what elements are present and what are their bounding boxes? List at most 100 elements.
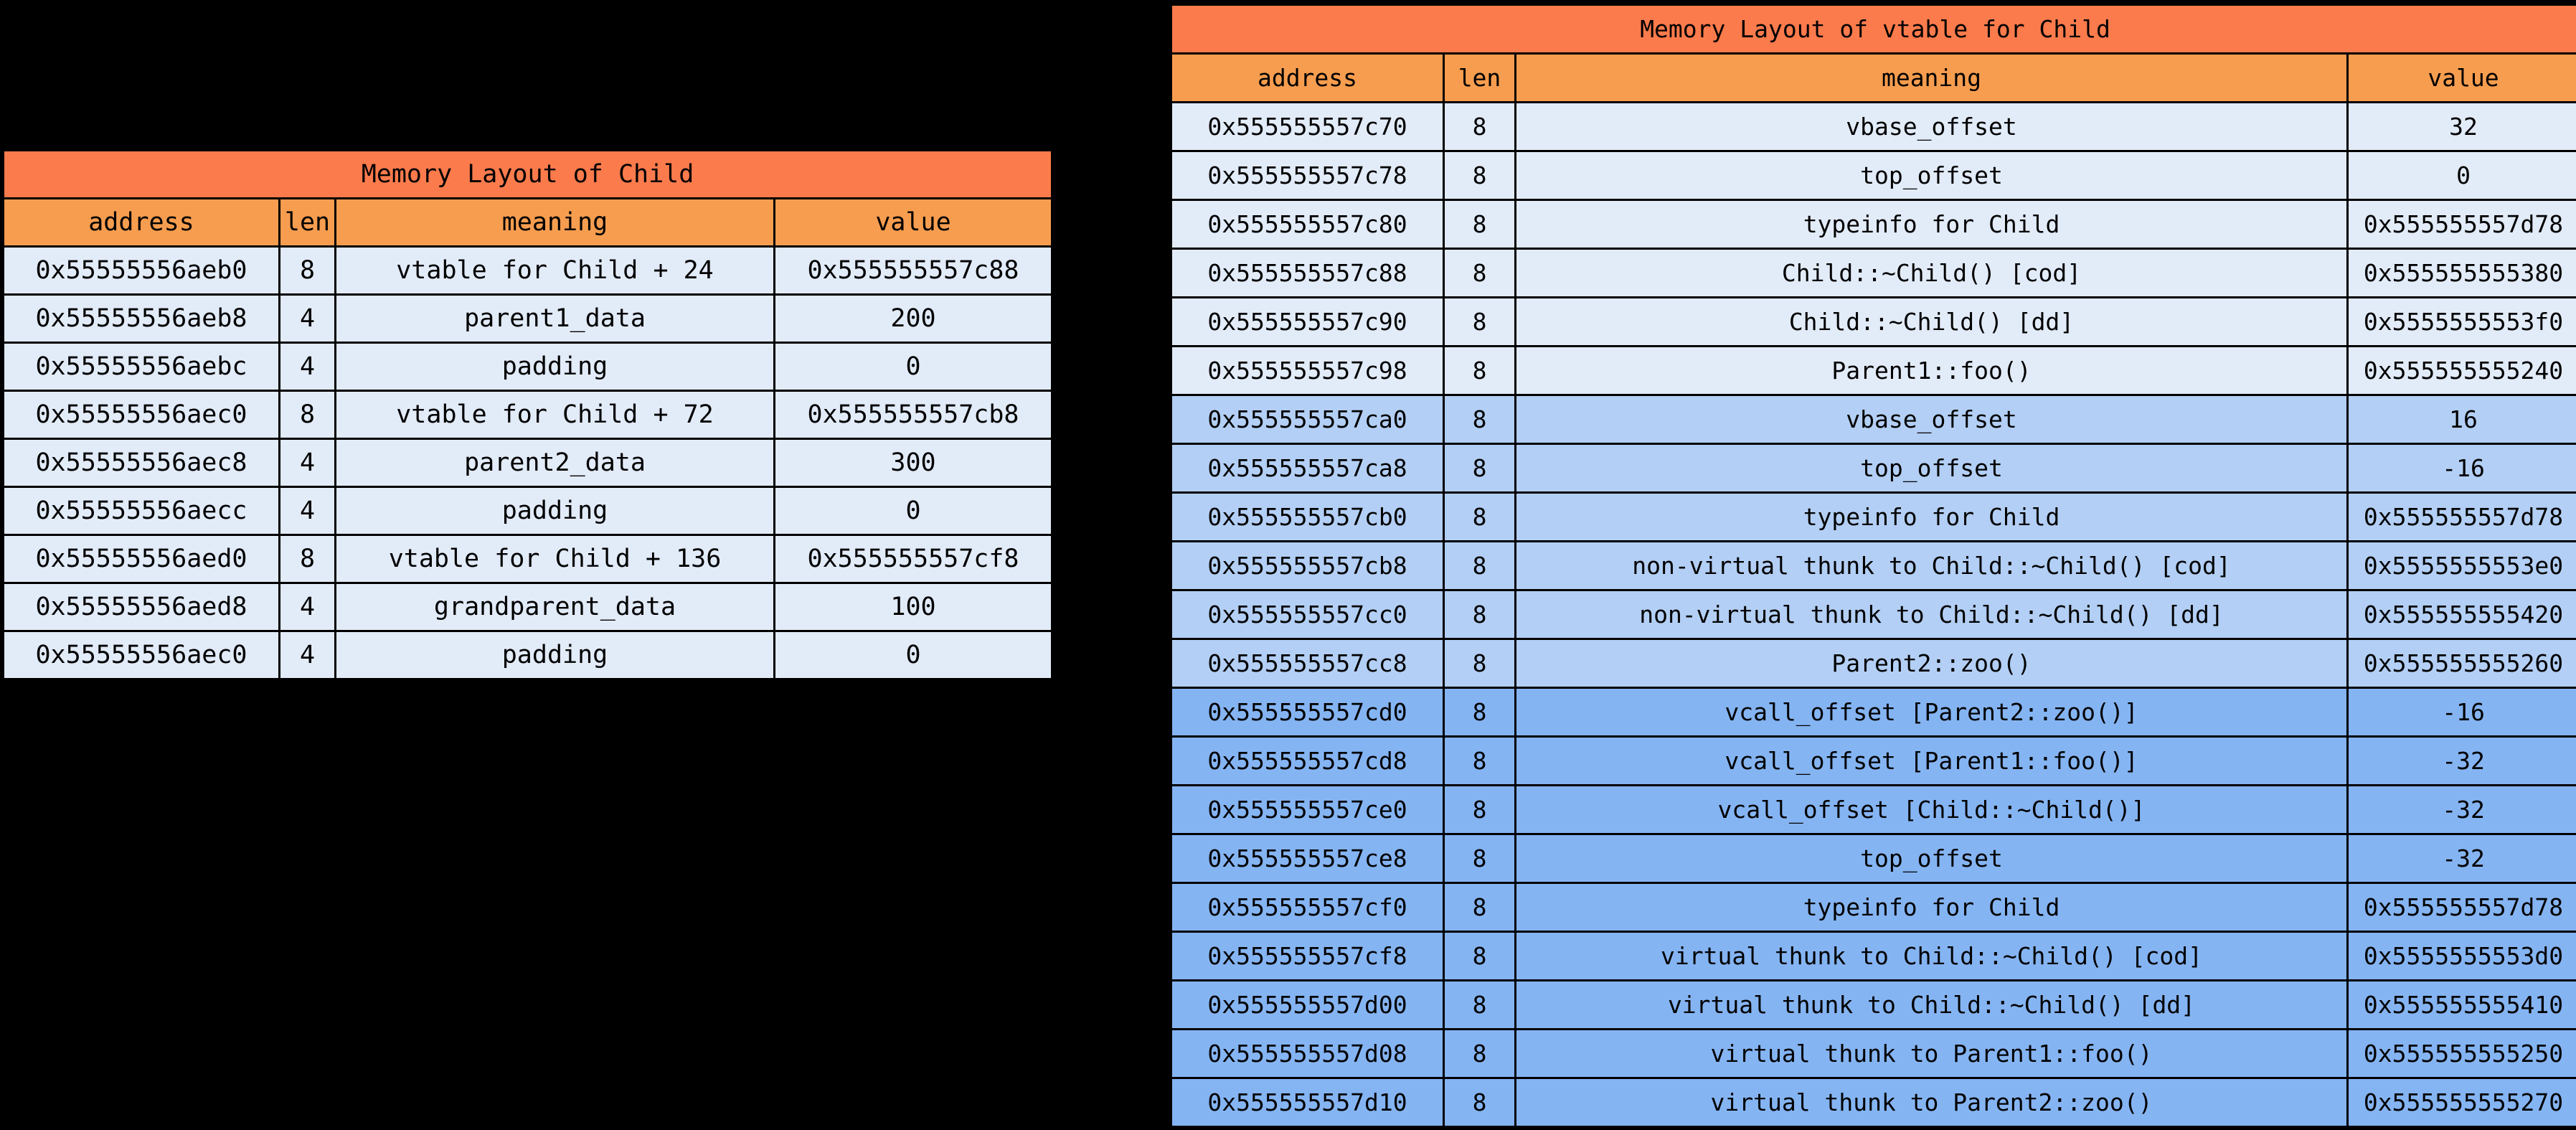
cell-address: 0x555555557ca8 (1171, 444, 1444, 493)
column-header-meaning: meaning (1516, 54, 2348, 103)
cell-len: 8 (1444, 444, 1516, 493)
table-title-row: Memory Layout of vtable for Child (1171, 5, 2576, 54)
column-header-len: len (1444, 54, 1516, 103)
cell-address: 0x555555557ce0 (1171, 786, 1444, 834)
cell-value: 0x555555555260 (2348, 639, 2576, 688)
cell-address: 0x55555556aec0 (4, 391, 280, 439)
cell-meaning: Parent1::foo() (1516, 347, 2348, 395)
cell-address: 0x555555557c98 (1171, 347, 1444, 395)
cell-meaning: padding (336, 487, 775, 535)
cell-meaning: padding (336, 343, 775, 391)
cell-value: -16 (2348, 444, 2576, 493)
table-row: 0x555555557ca0 8 vbase_offset 16 (1171, 395, 2576, 444)
cell-len: 8 (1444, 981, 1516, 1030)
cell-address: 0x55555556aed0 (4, 535, 280, 583)
cell-len: 4 (280, 343, 336, 391)
cell-len: 8 (280, 535, 336, 583)
table-title-row: Memory Layout of Child (4, 151, 1052, 199)
cell-len: 8 (1444, 639, 1516, 688)
cell-address: 0x555555557ce8 (1171, 834, 1444, 883)
cell-meaning: non-virtual thunk to Child::~Child() [dd… (1516, 590, 2348, 639)
cell-address: 0x555555557c70 (1171, 103, 1444, 151)
table-row: 0x555555557c80 8 typeinfo for Child 0x55… (1171, 200, 2576, 249)
cell-meaning: Child::~Child() [cod] (1516, 249, 2348, 298)
cell-value: 0 (2348, 151, 2576, 200)
cell-meaning: top_offset (1516, 151, 2348, 200)
cell-value: 0x5555555553d0 (2348, 932, 2576, 981)
cell-value: 200 (775, 295, 1052, 343)
cell-address: 0x555555557ca0 (1171, 395, 1444, 444)
cell-value: 0x555555555410 (2348, 981, 2576, 1030)
cell-len: 4 (280, 583, 336, 631)
table-row: 0x555555557cb0 8 typeinfo for Child 0x55… (1171, 493, 2576, 542)
cell-value: 0 (775, 631, 1052, 679)
table-header-row: address len meaning value (4, 199, 1052, 247)
cell-meaning: vtable for Child + 136 (336, 535, 775, 583)
cell-value: 0x555555557cf8 (775, 535, 1052, 583)
cell-meaning: typeinfo for Child (1516, 883, 2348, 932)
table-row: 0x55555556aec8 4 parent2_data 300 (4, 439, 1052, 487)
cell-meaning: Parent2::zoo() (1516, 639, 2348, 688)
cell-len: 8 (280, 391, 336, 439)
cell-value: 0x5555555553f0 (2348, 298, 2576, 347)
cell-meaning: typeinfo for Child (1516, 493, 2348, 542)
memory-table: Memory Layout of Child address len meani… (2, 149, 1053, 680)
cell-meaning: vtable for Child + 24 (336, 247, 775, 295)
column-header-address: address (1171, 54, 1444, 103)
table-row: 0x555555557c98 8 Parent1::foo() 0x555555… (1171, 347, 2576, 395)
cell-address: 0x555555557cd8 (1171, 737, 1444, 786)
cell-len: 8 (1444, 834, 1516, 883)
cell-len: 8 (1444, 737, 1516, 786)
cell-meaning: parent1_data (336, 295, 775, 343)
cell-len: 8 (1444, 347, 1516, 395)
cell-len: 8 (1444, 542, 1516, 590)
column-header-address: address (4, 199, 280, 247)
cell-address: 0x55555556aed8 (4, 583, 280, 631)
cell-address: 0x555555557c90 (1171, 298, 1444, 347)
cell-address: 0x555555557d00 (1171, 981, 1444, 1030)
cell-value: -32 (2348, 834, 2576, 883)
table-row: 0x55555556aeb0 8 vtable for Child + 24 0… (4, 247, 1052, 295)
cell-value: 0x555555555380 (2348, 249, 2576, 298)
cell-meaning: vcall_offset [Parent2::zoo()] (1516, 688, 2348, 737)
cell-value: 16 (2348, 395, 2576, 444)
cell-address: 0x555555557cb0 (1171, 493, 1444, 542)
column-header-meaning: meaning (336, 199, 775, 247)
table-row: 0x55555556aecc 4 padding 0 (4, 487, 1052, 535)
cell-address: 0x555555557cc0 (1171, 590, 1444, 639)
column-header-len: len (280, 199, 336, 247)
cell-len: 4 (280, 487, 336, 535)
cell-value: 0x555555555250 (2348, 1030, 2576, 1078)
cell-len: 4 (280, 295, 336, 343)
cell-value: 32 (2348, 103, 2576, 151)
cell-value: 0x555555557d78 (2348, 200, 2576, 249)
cell-address: 0x555555557cc8 (1171, 639, 1444, 688)
table-row: 0x55555556aebc 4 padding 0 (4, 343, 1052, 391)
cell-meaning: vbase_offset (1516, 395, 2348, 444)
table-row: 0x555555557c78 8 top_offset 0 (1171, 151, 2576, 200)
cell-value: 0x555555555240 (2348, 347, 2576, 395)
table-title: Memory Layout of Child (4, 151, 1052, 199)
table-row: 0x555555557ce8 8 top_offset -32 (1171, 834, 2576, 883)
cell-meaning: top_offset (1516, 444, 2348, 493)
cell-value: 100 (775, 583, 1052, 631)
cell-len: 8 (1444, 932, 1516, 981)
cell-len: 4 (280, 631, 336, 679)
table-title: Memory Layout of vtable for Child (1171, 5, 2576, 54)
memory-layout-of-vtable-for-child-table: Memory Layout of vtable for Child addres… (1168, 1, 2576, 1130)
cell-meaning: typeinfo for Child (1516, 200, 2348, 249)
cell-len: 8 (1444, 395, 1516, 444)
cell-meaning: parent2_data (336, 439, 775, 487)
table-row: 0x555555557cf0 8 typeinfo for Child 0x55… (1171, 883, 2576, 932)
table-row: 0x555555557d08 8 virtual thunk to Parent… (1171, 1030, 2576, 1078)
cell-len: 8 (1444, 249, 1516, 298)
cell-address: 0x55555556aecc (4, 487, 280, 535)
cell-value: 0x555555555420 (2348, 590, 2576, 639)
cell-len: 8 (1444, 200, 1516, 249)
cell-len: 8 (1444, 1030, 1516, 1078)
cell-value: 0x555555557d78 (2348, 883, 2576, 932)
table-row: 0x555555557cf8 8 virtual thunk to Child:… (1171, 932, 2576, 981)
cell-address: 0x555555557d10 (1171, 1078, 1444, 1127)
table-body: Memory Layout of Child address len meani… (4, 151, 1052, 679)
table-row: 0x55555556aeb8 4 parent1_data 200 (4, 295, 1052, 343)
